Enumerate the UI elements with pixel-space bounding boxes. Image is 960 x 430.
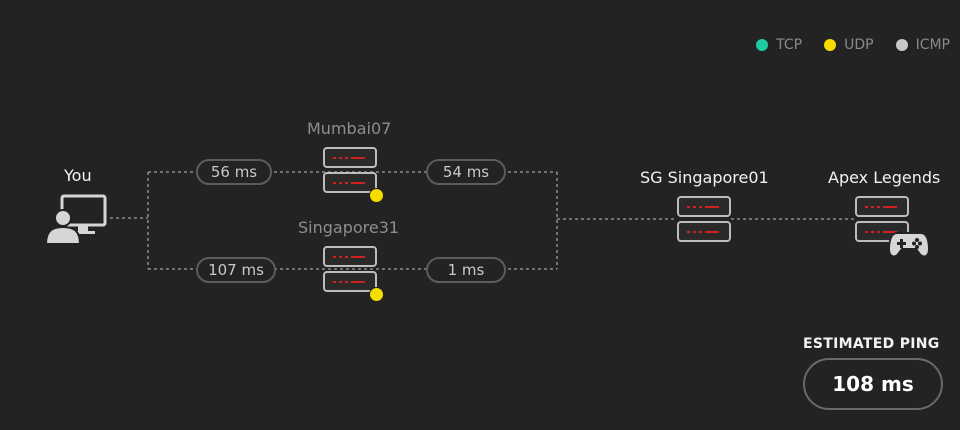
protocol-legend: TCP UDP ICMP: [756, 37, 950, 53]
icmp-dot-icon: [895, 39, 908, 51]
legend-item-tcp: TCP: [756, 37, 802, 53]
server-icon: [323, 246, 377, 296]
node-label-you: You: [64, 166, 92, 185]
udp-status-dot: [369, 287, 384, 302]
udp-status-dot: [369, 188, 384, 203]
latency-pill-you-singapore: 107 ms: [196, 257, 276, 283]
server-icon: [855, 196, 909, 246]
legend-label: TCP: [776, 37, 803, 53]
legend-label: ICMP: [915, 37, 950, 53]
node-label-server: SG Singapore01: [640, 168, 769, 187]
server-icon: [677, 196, 731, 246]
latency-pill-mumbai-server: 54 ms: [426, 159, 506, 185]
latency-pill-you-mumbai: 56 ms: [196, 159, 272, 185]
udp-dot-icon: [824, 39, 837, 51]
node-label-game: Apex Legends: [828, 168, 941, 187]
legend-item-udp: UDP: [824, 37, 874, 53]
latency-pill-singapore-server: 1 ms: [426, 257, 506, 283]
node-label-relay1: Mumbai07: [307, 119, 392, 138]
server-icon: [323, 147, 377, 197]
estimated-ping-value: 108 ms: [803, 358, 943, 410]
legend-item-icmp: ICMP: [895, 37, 950, 53]
tcp-dot-icon: [756, 39, 769, 51]
user-computer-icon: [45, 194, 107, 245]
legend-label: UDP: [844, 37, 874, 53]
estimated-ping-title: ESTIMATED PING: [803, 336, 940, 352]
node-label-relay2: Singapore31: [298, 218, 400, 237]
gamepad-icon: [889, 232, 929, 258]
